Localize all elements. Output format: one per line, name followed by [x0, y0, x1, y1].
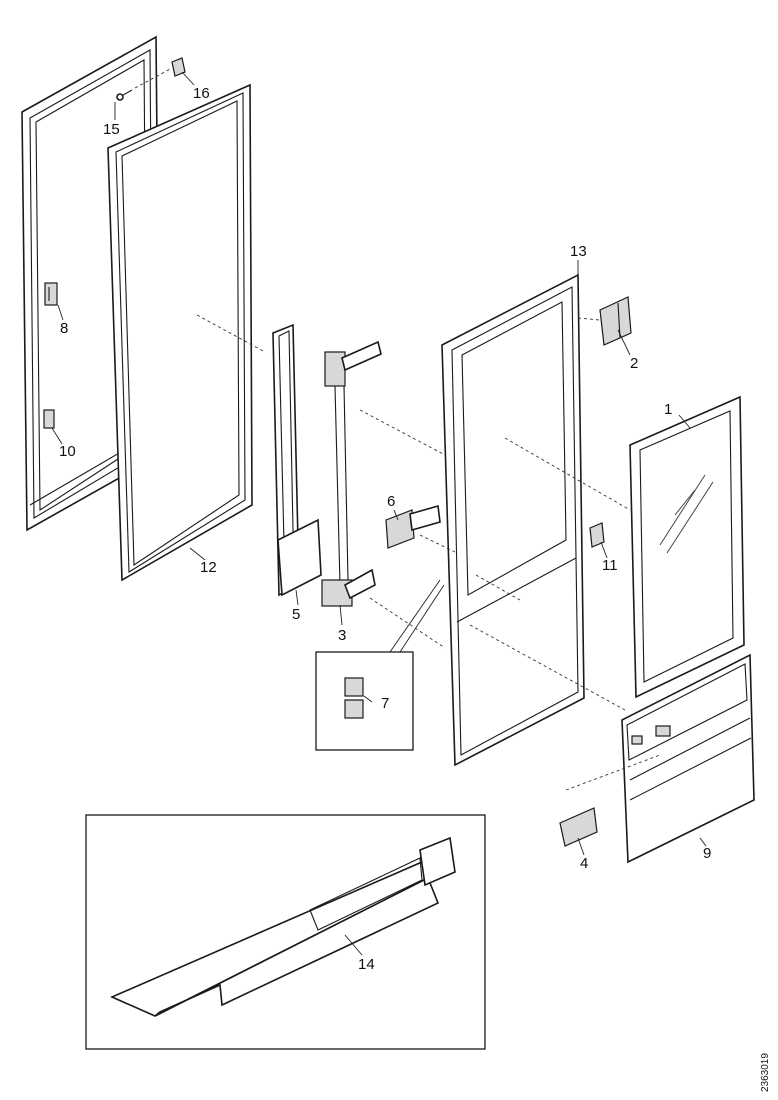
callout-10: 10: [59, 443, 76, 460]
latch-part-6: [385, 504, 441, 549]
callout-7: 7: [381, 695, 389, 712]
callout-16: 16: [193, 85, 210, 102]
hinge-assembly-part-3: [321, 340, 382, 607]
hinge-channel-part-5: [272, 323, 322, 597]
callout-11: 11: [602, 557, 618, 574]
callout-9: 9: [703, 845, 711, 862]
assembly-lines: [196, 314, 661, 791]
callout-2: 2: [630, 355, 638, 372]
callout-8: 8: [60, 320, 68, 337]
glass-pane-part-1: [629, 395, 745, 699]
callout-leaders: [51, 71, 707, 956]
detail-box-part-7: [315, 579, 445, 751]
callout-numbers: 1 2 3 4 5 6 7 8 9 10 11 12 13 14 15 16: [59, 85, 711, 973]
callout-3: 3: [338, 627, 346, 644]
lower-panel-part-9: [621, 653, 755, 864]
door-gasket-frame: [107, 83, 253, 582]
drawing-code: 2363019: [760, 1053, 771, 1092]
callout-1: 1: [664, 401, 672, 418]
callout-4: 4: [580, 855, 588, 872]
screw-part-15: [116, 89, 133, 101]
callout-6: 6: [387, 493, 395, 510]
callout-15: 15: [103, 121, 120, 138]
hinge-bracket-part-2: [599, 296, 632, 346]
detail-box-part-14: [85, 814, 486, 1050]
bracket-part-11: [589, 522, 605, 548]
bracket-part-10: [43, 409, 55, 429]
callout-14: 14: [358, 956, 375, 973]
callout-5: 5: [292, 606, 300, 623]
callout-13: 13: [570, 243, 587, 260]
bracket-part-4: [559, 807, 598, 847]
clip-part-16: [134, 57, 186, 89]
callout-12: 12: [200, 559, 217, 576]
door-frame-part-13: [441, 273, 585, 767]
bracket-part-8: [44, 282, 58, 306]
